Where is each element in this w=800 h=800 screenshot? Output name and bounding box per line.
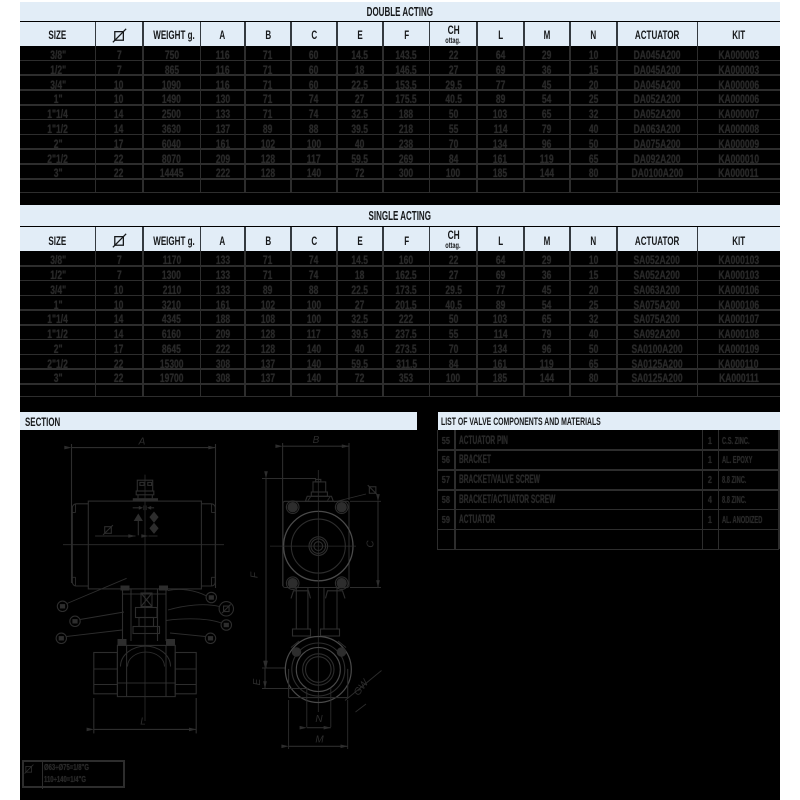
svg-text:GW: GW xyxy=(352,677,372,699)
svg-text:N: N xyxy=(315,714,323,725)
svg-text:B: B xyxy=(313,435,320,446)
svg-text:A: A xyxy=(138,437,146,448)
svg-text:F: F xyxy=(250,571,261,578)
svg-text:M: M xyxy=(315,735,324,746)
svg-text:L: L xyxy=(140,717,146,728)
svg-text:E: E xyxy=(252,678,263,685)
svg-text:C: C xyxy=(366,540,377,548)
